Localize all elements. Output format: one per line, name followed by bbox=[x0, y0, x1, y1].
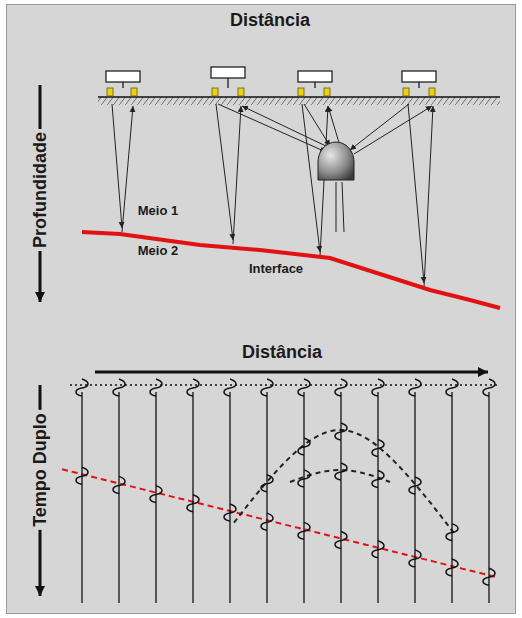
buried-object bbox=[318, 142, 354, 180]
seismic-traces bbox=[62, 379, 498, 603]
axis-title: Profundidade bbox=[30, 129, 51, 251]
seismic-rays bbox=[112, 104, 433, 287]
medium-label: Meio 1 bbox=[138, 203, 178, 218]
medium-label: Meio 2 bbox=[138, 243, 178, 258]
ground-line bbox=[98, 96, 500, 98]
interface-label: Interface bbox=[249, 261, 303, 276]
geophones bbox=[107, 88, 435, 96]
surface-line bbox=[70, 384, 500, 386]
interface-line bbox=[82, 232, 500, 308]
axis-title: Distância bbox=[230, 10, 310, 31]
seismograph-units bbox=[106, 67, 436, 88]
axis-title: Tempo Duplo bbox=[30, 410, 51, 530]
distance-axis bbox=[95, 371, 488, 374]
axis-title: Distância bbox=[242, 342, 322, 363]
